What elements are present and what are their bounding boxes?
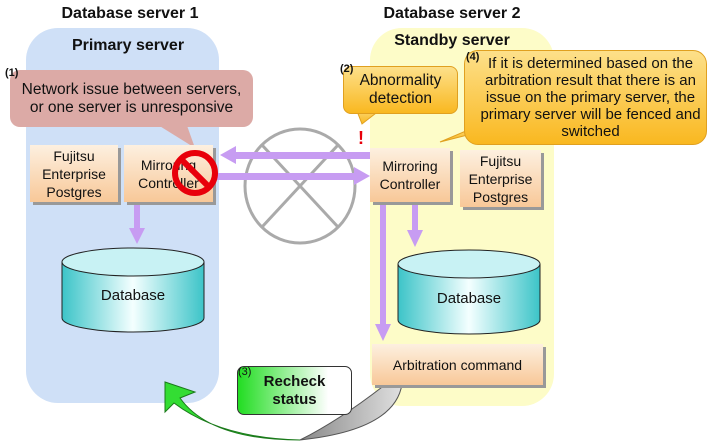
callout-1-tail xyxy=(150,120,195,148)
recheck-arrow-gray xyxy=(299,383,403,441)
standby-fep-label: Fujitsu Enterprise Postgres xyxy=(468,152,533,205)
arrow-to-standby xyxy=(213,173,356,180)
step-1-number: (1) xyxy=(5,67,19,79)
arrow-standby-db xyxy=(412,202,418,232)
primary-mirroring-controller-box: Mirroring Controller xyxy=(124,145,213,202)
standby-fep-box: Fujitsu Enterprise Postgres xyxy=(460,150,541,207)
standby-mirroring-controller-box: Mirroring Controller xyxy=(370,148,450,202)
primary-fep-box: Fujitsu Enterprise Postgres xyxy=(30,145,118,202)
arbitration-command-box: Arbitration command xyxy=(372,344,543,385)
step-4-number: (4) xyxy=(466,51,480,63)
callout-1-text: Network issue between servers, or one se… xyxy=(21,80,242,116)
callout-fence-switch: If it is determined based on the arbitra… xyxy=(464,50,707,145)
callout-network-issue: Network issue between servers, or one se… xyxy=(10,70,253,127)
callout-4-text: If it is determined based on the arbitra… xyxy=(480,55,701,140)
step-3-number: (3) xyxy=(238,366,252,378)
arrow-to-primary xyxy=(232,152,370,159)
recheck-status-text: Recheck status xyxy=(263,372,326,408)
arrow-primary-db xyxy=(134,202,140,230)
arbitration-command-label: Arbitration command xyxy=(392,356,523,373)
standby-server-label: Standby server xyxy=(394,32,510,49)
primary-mirroring-label: Mirroring Controller xyxy=(138,156,199,191)
alert-mark: ! xyxy=(358,128,364,148)
primary-server-label: Primary server xyxy=(71,37,185,54)
recheck-status-box: Recheck status xyxy=(237,366,352,415)
server2-title: Database server 2 xyxy=(383,5,521,22)
primary-database-cylinder xyxy=(61,247,205,333)
callout-abnormality-detection: Abnormality detection xyxy=(343,66,458,114)
primary-database-label: Database xyxy=(100,287,166,304)
network-ellipse xyxy=(243,127,357,245)
primary-fep-label: Fujitsu Enterprise Postgres xyxy=(42,147,106,200)
standby-database-cylinder xyxy=(397,249,541,335)
standby-mirroring-label: Mirroring Controller xyxy=(379,158,441,192)
recheck-arrow-green xyxy=(164,381,301,441)
step-2-number: (2) xyxy=(340,63,354,75)
server1-title: Database server 1 xyxy=(61,5,199,22)
arrow-arbitration xyxy=(380,202,386,326)
callout-2-text: Abnormality detection xyxy=(359,72,442,107)
standby-database-label: Database xyxy=(436,290,502,307)
